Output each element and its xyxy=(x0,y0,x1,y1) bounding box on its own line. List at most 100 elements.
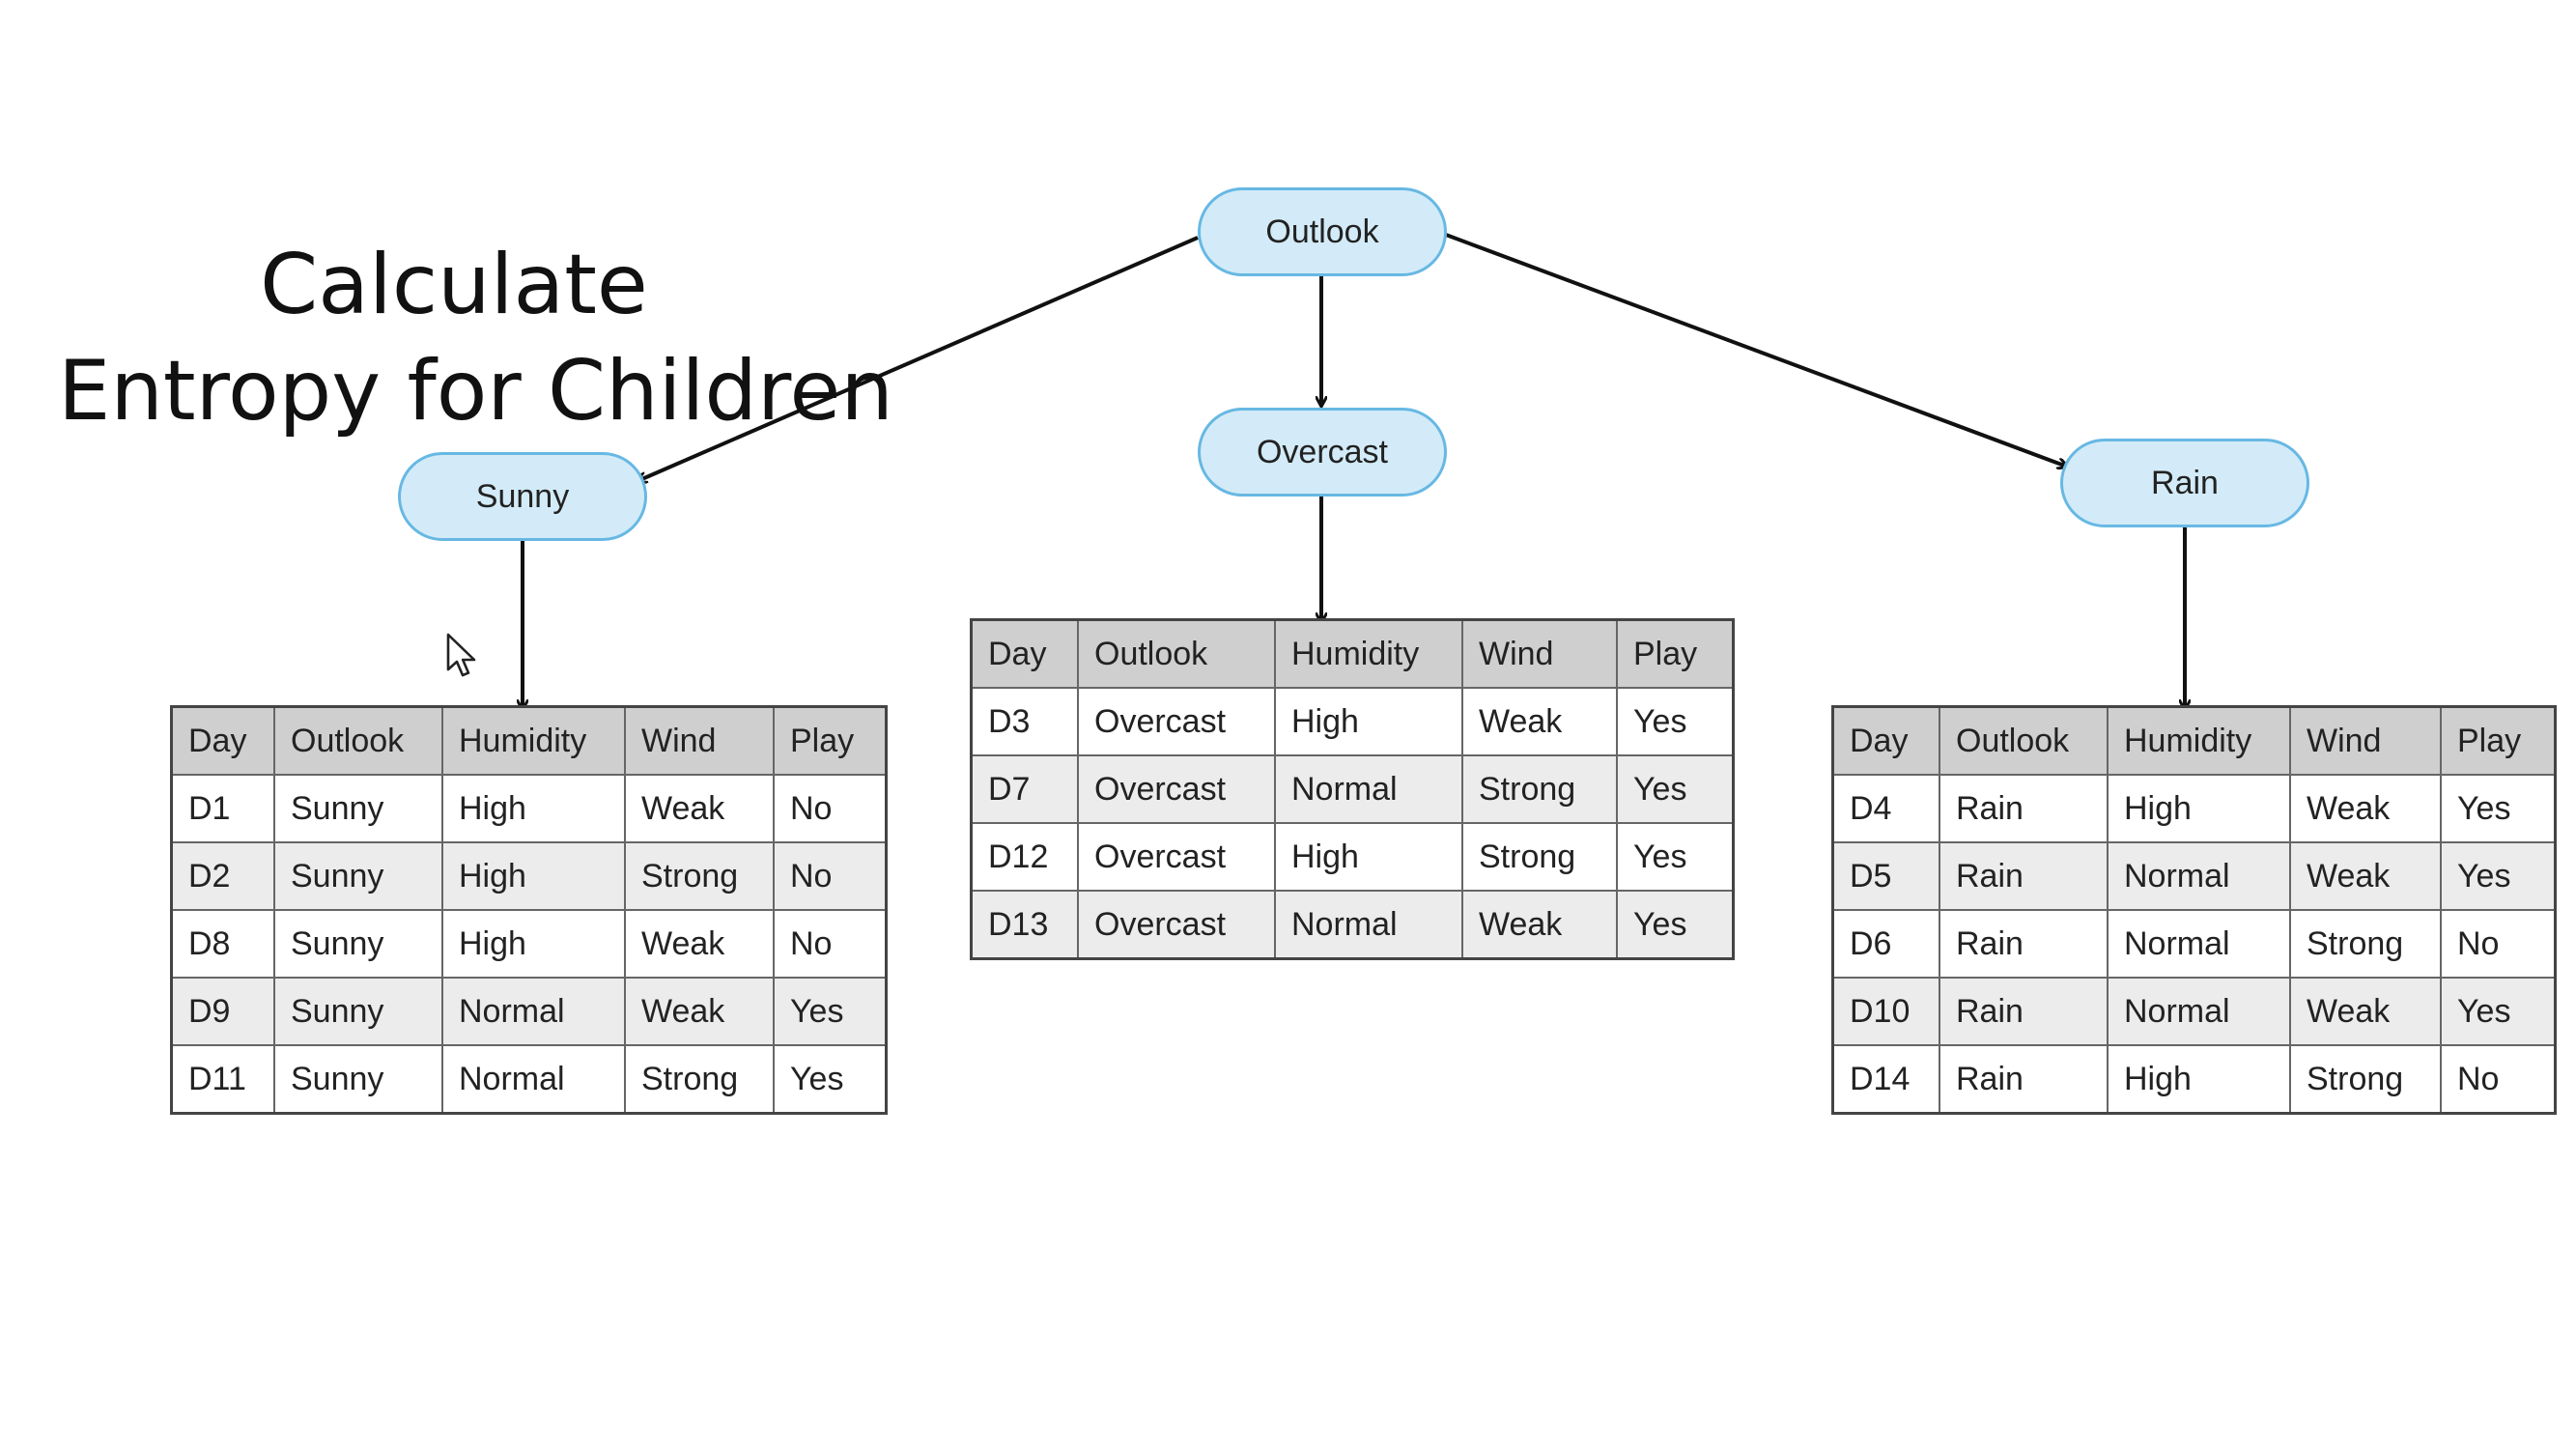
header-day: Day xyxy=(1831,705,1940,776)
cell-day: D9 xyxy=(170,977,275,1046)
cell-day: D7 xyxy=(970,754,1079,824)
header-play: Play xyxy=(1616,618,1735,689)
cell-day: D13 xyxy=(970,890,1079,960)
cell-humidity: Normal xyxy=(1274,890,1463,960)
table-row: D3 Overcast High Weak Yes xyxy=(970,687,1735,756)
node-overcast: Overcast xyxy=(1198,408,1447,497)
table-row: D6 Rain Normal Strong No xyxy=(1831,909,2557,979)
table-row: D5 Rain Normal Weak Yes xyxy=(1831,841,2557,911)
cell-wind: Strong xyxy=(1461,754,1618,824)
header-humidity: Humidity xyxy=(2107,705,2291,776)
cell-outlook: Sunny xyxy=(273,1044,443,1115)
cell-humidity: High xyxy=(1274,822,1463,892)
overcast-table: Day Outlook Humidity Wind Play D3 Overca… xyxy=(970,618,1735,960)
cell-wind: Weak xyxy=(2289,841,2442,911)
cell-outlook: Overcast xyxy=(1077,890,1276,960)
cell-outlook: Rain xyxy=(1939,977,2109,1046)
header-humidity: Humidity xyxy=(441,705,626,776)
cell-wind: Strong xyxy=(2289,1044,2442,1115)
cell-outlook: Rain xyxy=(1939,841,2109,911)
node-rain: Rain xyxy=(2060,439,2309,527)
node-overcast-label: Overcast xyxy=(1256,433,1389,470)
table-row: D7 Overcast Normal Strong Yes xyxy=(970,754,1735,824)
cell-play: No xyxy=(773,774,888,843)
cell-humidity: High xyxy=(441,909,626,979)
header-outlook: Outlook xyxy=(1939,705,2109,776)
cell-day: D2 xyxy=(170,841,275,911)
cell-day: D14 xyxy=(1831,1044,1940,1115)
header-humidity: Humidity xyxy=(1274,618,1463,689)
cell-humidity: High xyxy=(2107,774,2291,843)
cell-play: Yes xyxy=(1616,754,1735,824)
cell-humidity: High xyxy=(441,841,626,911)
table-row: D2 Sunny High Strong No xyxy=(170,841,888,911)
sunny-table: Day Outlook Humidity Wind Play D1 Sunny … xyxy=(170,705,888,1115)
table-row: D13 Overcast Normal Weak Yes xyxy=(970,890,1735,960)
table-header-row: Day Outlook Humidity Wind Play xyxy=(1831,705,2557,776)
table-row: D9 Sunny Normal Weak Yes xyxy=(170,977,888,1046)
cell-outlook: Sunny xyxy=(273,909,443,979)
title-line-1: Calculate xyxy=(260,237,648,333)
cell-outlook: Rain xyxy=(1939,1044,2109,1115)
header-play: Play xyxy=(773,705,888,776)
header-outlook: Outlook xyxy=(273,705,443,776)
cell-play: No xyxy=(773,841,888,911)
rain-table: Day Outlook Humidity Wind Play D4 Rain H… xyxy=(1831,705,2557,1115)
cell-day: D6 xyxy=(1831,909,1940,979)
header-day: Day xyxy=(970,618,1079,689)
cell-wind: Weak xyxy=(624,909,775,979)
node-sunny: Sunny xyxy=(398,452,647,541)
cell-humidity: High xyxy=(2107,1044,2291,1115)
cell-wind: Strong xyxy=(624,1044,775,1115)
cell-day: D4 xyxy=(1831,774,1940,843)
table-row: D1 Sunny High Weak No xyxy=(170,774,888,843)
mouse-pointer-icon xyxy=(446,633,476,677)
cell-play: Yes xyxy=(1616,687,1735,756)
cell-outlook: Sunny xyxy=(273,977,443,1046)
header-wind: Wind xyxy=(1461,618,1618,689)
cell-outlook: Overcast xyxy=(1077,754,1276,824)
cell-wind: Weak xyxy=(1461,687,1618,756)
cell-wind: Weak xyxy=(2289,977,2442,1046)
cell-day: D11 xyxy=(170,1044,275,1115)
node-sunny-label: Sunny xyxy=(475,477,570,515)
edge-outlook-sunny xyxy=(637,236,1199,481)
cell-wind: Strong xyxy=(624,841,775,911)
edge-outlook-rain xyxy=(1445,233,2067,467)
cell-humidity: Normal xyxy=(441,977,626,1046)
cell-outlook: Rain xyxy=(1939,774,2109,843)
cell-wind: Strong xyxy=(1461,822,1618,892)
table-row: D8 Sunny High Weak No xyxy=(170,909,888,979)
cell-play: No xyxy=(773,909,888,979)
cell-outlook: Overcast xyxy=(1077,687,1276,756)
cell-humidity: High xyxy=(441,774,626,843)
cell-play: No xyxy=(2440,1044,2557,1115)
cell-outlook: Overcast xyxy=(1077,822,1276,892)
header-play: Play xyxy=(2440,705,2557,776)
title-line-2: Entropy for Children xyxy=(58,343,893,440)
cell-play: Yes xyxy=(773,1044,888,1115)
cell-wind: Strong xyxy=(2289,909,2442,979)
cell-outlook: Sunny xyxy=(273,774,443,843)
node-outlook-label: Outlook xyxy=(1265,213,1379,250)
cell-wind: Weak xyxy=(2289,774,2442,843)
cell-play: Yes xyxy=(1616,890,1735,960)
header-wind: Wind xyxy=(2289,705,2442,776)
cell-humidity: Normal xyxy=(441,1044,626,1115)
cell-day: D10 xyxy=(1831,977,1940,1046)
cell-wind: Weak xyxy=(624,977,775,1046)
cell-humidity: High xyxy=(1274,687,1463,756)
header-outlook: Outlook xyxy=(1077,618,1276,689)
cell-day: D5 xyxy=(1831,841,1940,911)
header-day: Day xyxy=(170,705,275,776)
table-row: D4 Rain High Weak Yes xyxy=(1831,774,2557,843)
cell-day: D12 xyxy=(970,822,1079,892)
cell-outlook: Sunny xyxy=(273,841,443,911)
slide-title: Calculate Entropy for Children xyxy=(58,232,893,444)
cell-outlook: Rain xyxy=(1939,909,2109,979)
cell-day: D8 xyxy=(170,909,275,979)
table-header-row: Day Outlook Humidity Wind Play xyxy=(970,618,1735,689)
cell-humidity: Normal xyxy=(2107,909,2291,979)
node-rain-label: Rain xyxy=(2151,464,2219,501)
